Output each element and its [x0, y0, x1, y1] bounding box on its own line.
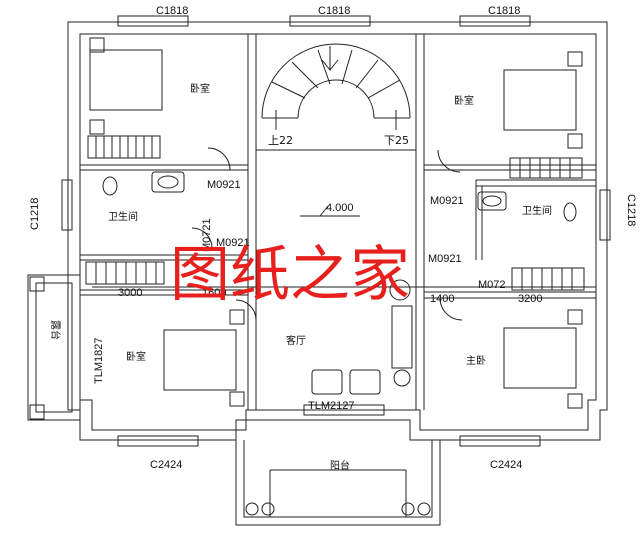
room-bedroom-bl: 卧室	[126, 350, 146, 363]
window-label-top-left: C1818	[156, 5, 188, 17]
door-label-living: TLM2127	[308, 400, 354, 412]
door-label-bath-right: M072	[478, 279, 506, 291]
door-label-terrace: TLM1827	[93, 338, 105, 384]
dimension-3000: 3000	[118, 287, 142, 299]
dimension-1400: 1400	[430, 293, 454, 305]
room-bedroom-tl: 卧室	[190, 82, 210, 95]
room-living: 客厅	[286, 334, 306, 347]
elevation-label: 4.000	[326, 202, 354, 214]
room-bedroom-tr: 卧室	[454, 94, 474, 107]
room-terrace: 露台	[49, 320, 62, 340]
door-label-bath-left: M0721	[201, 218, 213, 252]
window-label-bottom-left: C2424	[150, 459, 182, 471]
room-master: 主卧	[466, 354, 486, 367]
room-balcony: 阳台	[330, 459, 350, 472]
window-label-bottom-right: C2424	[490, 459, 522, 471]
watermark: 图纸之家	[170, 240, 410, 310]
window-label-top-center: C1818	[318, 5, 350, 17]
window-label-left-side: C1218	[29, 198, 41, 230]
door-label-left-hall: M0921	[216, 237, 250, 249]
door-label-master: M0921	[428, 253, 462, 265]
wall-outlines	[27, 15, 611, 526]
door-label-bedroom-tr: M0921	[430, 195, 464, 207]
stair-down-label: 下25	[384, 134, 409, 147]
room-bath-right: 卫生间	[522, 204, 552, 217]
stair-up-label: 上22	[268, 134, 293, 147]
dimension-3200: 3200	[518, 293, 542, 305]
dimension-1600: 1600	[202, 287, 226, 299]
room-bath-left: 卫生间	[108, 210, 138, 223]
window-label-right-side: C1218	[625, 194, 637, 226]
door-label-bedroom-tl: M0921	[207, 179, 241, 191]
window-label-top-right: C1818	[488, 5, 520, 17]
